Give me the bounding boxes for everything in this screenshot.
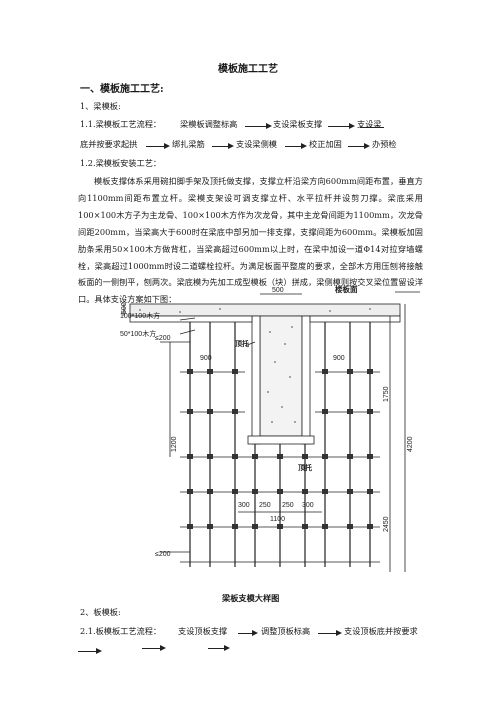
beam-flow-step: 办预检 — [372, 139, 397, 149]
beam-flow-prefix: 1.1.梁模板工艺流程： — [80, 119, 162, 129]
flow-arrow — [146, 146, 166, 147]
dim-beam-width: 500 — [272, 287, 284, 294]
flow-arrow-head — [252, 630, 258, 636]
top-support-label: 顶托 — [298, 463, 312, 472]
slab-flow-step: 支设顶板支撑 — [178, 626, 228, 636]
flow-arrow-head — [349, 123, 355, 129]
flow-arrow-head — [96, 648, 102, 654]
dim-bottom-total: 1100 — [270, 516, 285, 523]
beam-flow-step: 支设梁 — [357, 119, 382, 129]
beam-formwork-diagram: 500 500 楼板面 100*100木方 50*100木方 ≤200 顶托 顶… — [120, 284, 420, 572]
dim-slab-thickness: 500 — [121, 302, 128, 314]
flow-arrow — [245, 126, 267, 127]
flow-arrow-head — [164, 143, 170, 149]
dim-bottom: 250 — [259, 502, 271, 509]
bottom-spacing-label: ≤200 — [155, 551, 171, 558]
beam-heading: 1、梁模板: — [80, 101, 121, 111]
main-joist-label: 100*100木方 — [120, 311, 160, 320]
beam-flow-step: 支设梁板支撑 — [273, 119, 323, 129]
beam-install-heading: 1.2.梁模板安装工艺： — [80, 158, 162, 168]
floor-slab — [129, 303, 401, 317]
dim-height-2450: 2450 — [383, 516, 390, 532]
flow-arrow — [208, 648, 226, 649]
section-heading: 一、模板施工工艺: — [80, 84, 164, 95]
slab-flow-step: 支设顶板底并按要求 — [344, 626, 418, 636]
flow-arrow — [238, 633, 254, 634]
dim-bottom: 250 — [282, 502, 294, 509]
flow-arrow-head — [301, 143, 307, 149]
flow-arrow-head — [228, 143, 234, 149]
dim-right-spacing: 900 — [333, 355, 345, 362]
figure-caption: 梁板支模大样图 — [222, 593, 280, 603]
dim-bottom: 300 — [238, 502, 250, 509]
slab-heading: 2、板模板: — [80, 607, 121, 617]
dim-left-spacing: 900 — [200, 355, 212, 362]
flow-arrow — [318, 633, 338, 634]
secondary-joist-label: 50*100木方 — [120, 329, 156, 338]
flow-underline — [360, 127, 384, 128]
beam-flow-step: 绑扎梁筋 — [172, 139, 205, 149]
flow-arrow — [212, 146, 230, 147]
top-spacing-label: ≤200 — [155, 335, 171, 342]
concrete-beam — [259, 315, 303, 437]
beam-flow-step: 梁模板调整标高 — [180, 119, 238, 129]
dim-height-4200: 4200 — [407, 436, 414, 452]
slab-flow-step: 调整顶板标高 — [261, 626, 311, 636]
dim-height-1750: 1750 — [383, 386, 390, 402]
beam-flow-step: 校正加固 — [309, 139, 342, 149]
top-support-label: 顶托 — [235, 339, 249, 348]
flow-arrow — [348, 146, 366, 147]
beam-flow-step: 底并按要求起拱 — [80, 139, 138, 149]
flow-arrow — [142, 648, 162, 649]
beam-flow-step: 支设梁侧模 — [236, 139, 277, 149]
flow-arrow-head — [364, 143, 370, 149]
flow-arrow-head — [160, 645, 166, 651]
flow-arrow — [328, 126, 350, 127]
dim-bottom: 300 — [302, 502, 314, 509]
flow-arrow — [285, 146, 303, 147]
slab-flow-prefix: 2.1.板模板工艺流程： — [80, 626, 162, 636]
flow-arrow — [78, 651, 98, 652]
beam-install-paragraph: 模板支撑体系采用碗扣脚手架及顶托做支撑，支撑立杆沿梁方向600mm间距布置，垂直… — [78, 176, 423, 305]
flow-arrow-head — [224, 645, 230, 651]
flow-arrow-head — [266, 123, 272, 129]
slab-face-label: 楼板面 — [335, 284, 358, 294]
dim-height-1200: 1200 — [171, 436, 178, 452]
document-title: 模板施工工艺 — [218, 64, 278, 75]
flow-arrow-head — [336, 630, 342, 636]
